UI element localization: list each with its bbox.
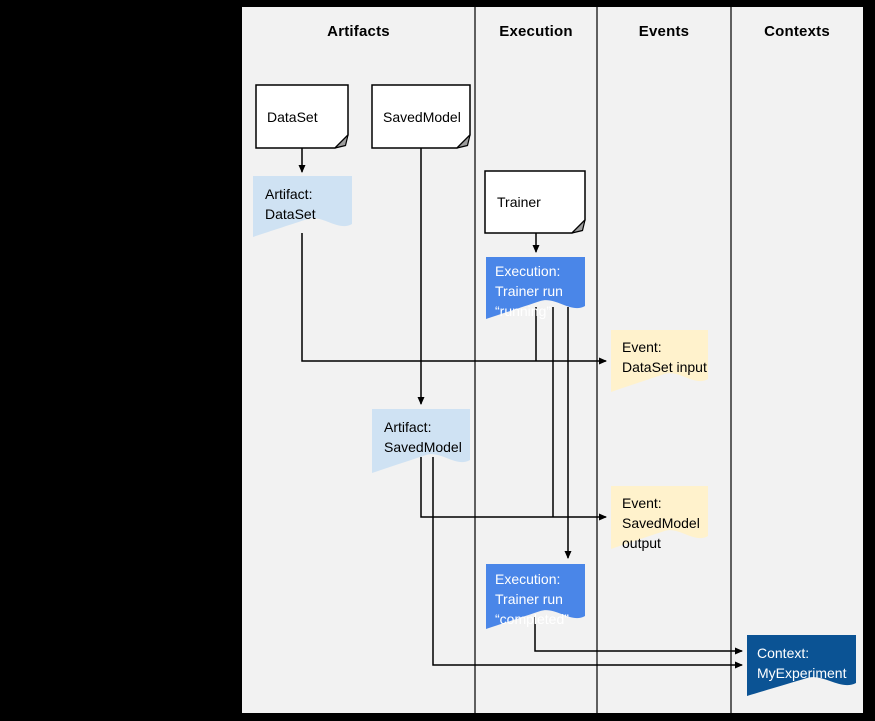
wave-shape [372,409,470,473]
node-artifact-dataset-label: Artifact: DataSet [265,186,316,222]
folded-corner-icon [456,134,471,149]
node-context-myexperiment-shape [747,635,856,696]
edge-artifact-savedmodel-to-event-output [420,457,607,521]
edge-artifact-savedmodel-to-context [432,457,743,669]
node-trainer-type-label: Trainer [497,194,541,210]
node-execution-completed-label: Execution: Trainer run “completed” [495,571,569,627]
node-context-myexperiment-label: Context: MyExperiment [757,645,847,681]
node-savedmodel-type-label: SavedModel [383,108,461,125]
node-execution-running-label: Execution: Trainer run “running” [495,263,563,319]
node-event-savedmodel-output-label: Event: SavedModel output [622,495,700,551]
edge-artifact-dataset-to-event-input [301,233,607,365]
wave-shape [747,635,856,696]
wave-shape [611,330,708,392]
node-execution-completed-shape [486,564,585,629]
edge-execution-completed-to-context [534,617,743,655]
node-savedmodel-type-shape [371,84,471,149]
node-event-savedmodel-output-shape [611,486,708,549]
wave-shape [486,564,585,629]
wave-shape [611,486,708,549]
node-event-dataset-input-shape [611,330,708,392]
node-dataset-type-label: DataSet [267,108,318,125]
node-artifact-dataset-shape [253,176,352,237]
column-header-artifacts: Artifacts [327,23,390,40]
folded-corner-icon [334,134,349,149]
node-artifact-savedmodel-label: Artifact: SavedModel [384,419,462,455]
connectors [298,148,743,669]
diagram-graphic [253,7,856,713]
wave-shape [486,257,585,319]
node-execution-running-shape [486,257,585,319]
folded-corner-icon [571,219,586,234]
diagram-canvas: Artifacts Execution Events Contexts Data… [242,7,863,713]
column-dividers [474,7,732,713]
column-header-events: Events [638,23,690,40]
node-dataset-type-shape [255,84,349,149]
column-header-contexts: Contexts [764,23,830,40]
column-header-execution: Execution [499,23,573,40]
wave-shape [253,176,352,237]
node-trainer-type-shape [484,170,586,234]
node-artifact-savedmodel-shape [372,409,470,473]
node-event-dataset-input-label: Event: DataSet input [622,339,707,375]
